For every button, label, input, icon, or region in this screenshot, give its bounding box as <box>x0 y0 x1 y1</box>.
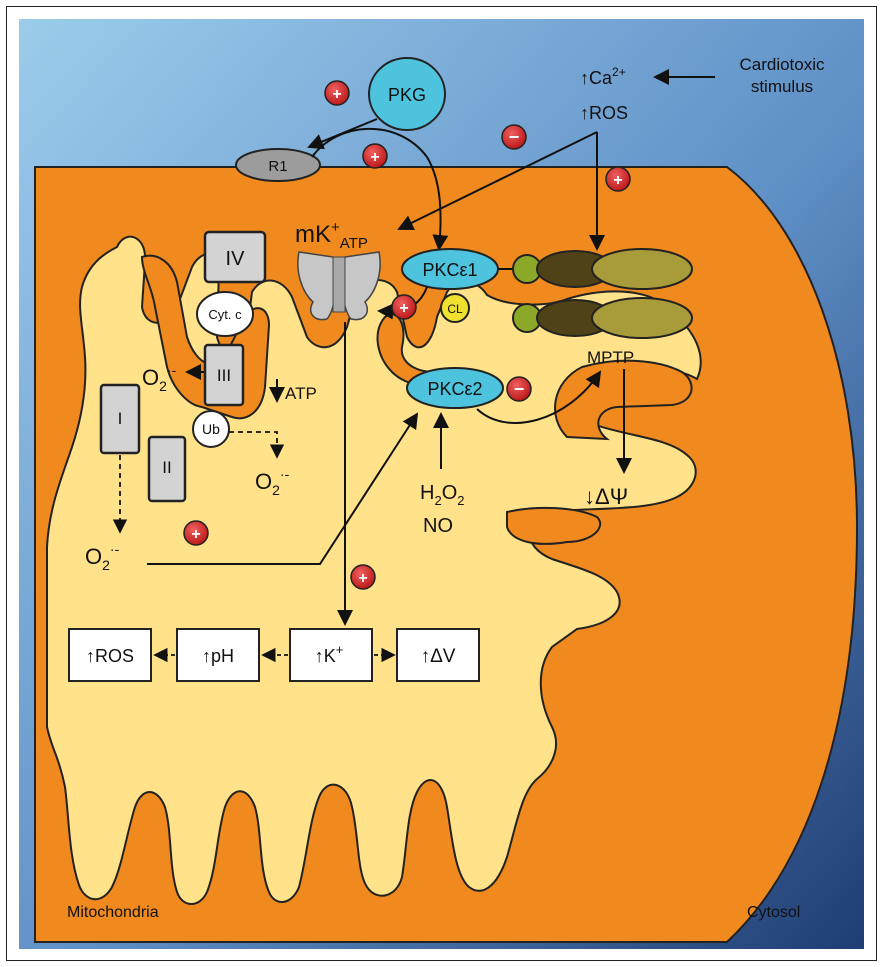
ubiquinone-label: Ub <box>202 421 220 437</box>
mitochondria-label: Mitochondria <box>67 904 159 921</box>
complex-iv-label: IV <box>226 248 246 270</box>
plus-sign: + <box>325 81 349 105</box>
atp-label: ATP <box>285 384 317 403</box>
ros-increase-label: ↑ROS <box>580 103 628 123</box>
svg-text:↑ROS: ↑ROS <box>86 646 134 666</box>
figure-frame: IV Cyt. c III Ub I II O2·- O2·- O2·- ATP… <box>6 6 877 961</box>
stimulus-label-2: stimulus <box>751 77 813 96</box>
complex-ii-label: II <box>162 458 171 477</box>
svg-text:↑pH: ↑pH <box>202 646 234 666</box>
r1-label: R1 <box>268 158 287 175</box>
svg-text:+: + <box>370 149 379 166</box>
svg-text:−: − <box>514 379 525 399</box>
complex-iii-label: III <box>217 366 231 385</box>
delta-psi-label: ↓ΔΨ <box>584 484 628 509</box>
svg-text:+: + <box>191 526 200 543</box>
minus-sign: − <box>502 125 526 149</box>
plus-sign: + <box>363 144 387 168</box>
svg-text:+: + <box>399 300 408 317</box>
stimulus-label-1: Cardiotoxic <box>739 55 825 74</box>
mptp-label: MPTP <box>587 348 634 367</box>
cytochrome-c-label: Cyt. c <box>208 307 242 322</box>
pkce1-label: PKCε1 <box>422 260 477 280</box>
effect-box-k: ↑K+ <box>290 629 372 681</box>
effect-box-ros: ↑ROS <box>69 629 151 681</box>
cardiolipin-label: CL <box>447 302 463 316</box>
svg-text:+: + <box>332 86 341 103</box>
effect-box-ph: ↑pH <box>177 629 259 681</box>
plus-sign: + <box>351 565 375 589</box>
svg-text:↑ΔV: ↑ΔV <box>421 646 456 667</box>
plus-sign: + <box>184 521 208 545</box>
effect-box-dv: ↑ΔV <box>397 629 479 681</box>
svg-text:+: + <box>358 570 367 587</box>
plus-sign: + <box>392 295 416 319</box>
mitochondria-diagram: IV Cyt. c III Ub I II O2·- O2·- O2·- ATP… <box>7 7 876 960</box>
plus-sign: + <box>606 167 630 191</box>
svg-text:+: + <box>613 172 622 189</box>
minus-sign: − <box>507 377 531 401</box>
crista-fold <box>507 508 600 544</box>
pkce2-label: PKCε2 <box>427 379 482 399</box>
complex-i-label: I <box>118 409 123 428</box>
no-label: NO <box>423 515 453 537</box>
mk-atp-channel <box>298 252 380 320</box>
cytosol-label: Cytosol <box>747 904 800 921</box>
pkg-label: PKG <box>388 85 426 105</box>
svg-text:−: − <box>509 127 520 147</box>
